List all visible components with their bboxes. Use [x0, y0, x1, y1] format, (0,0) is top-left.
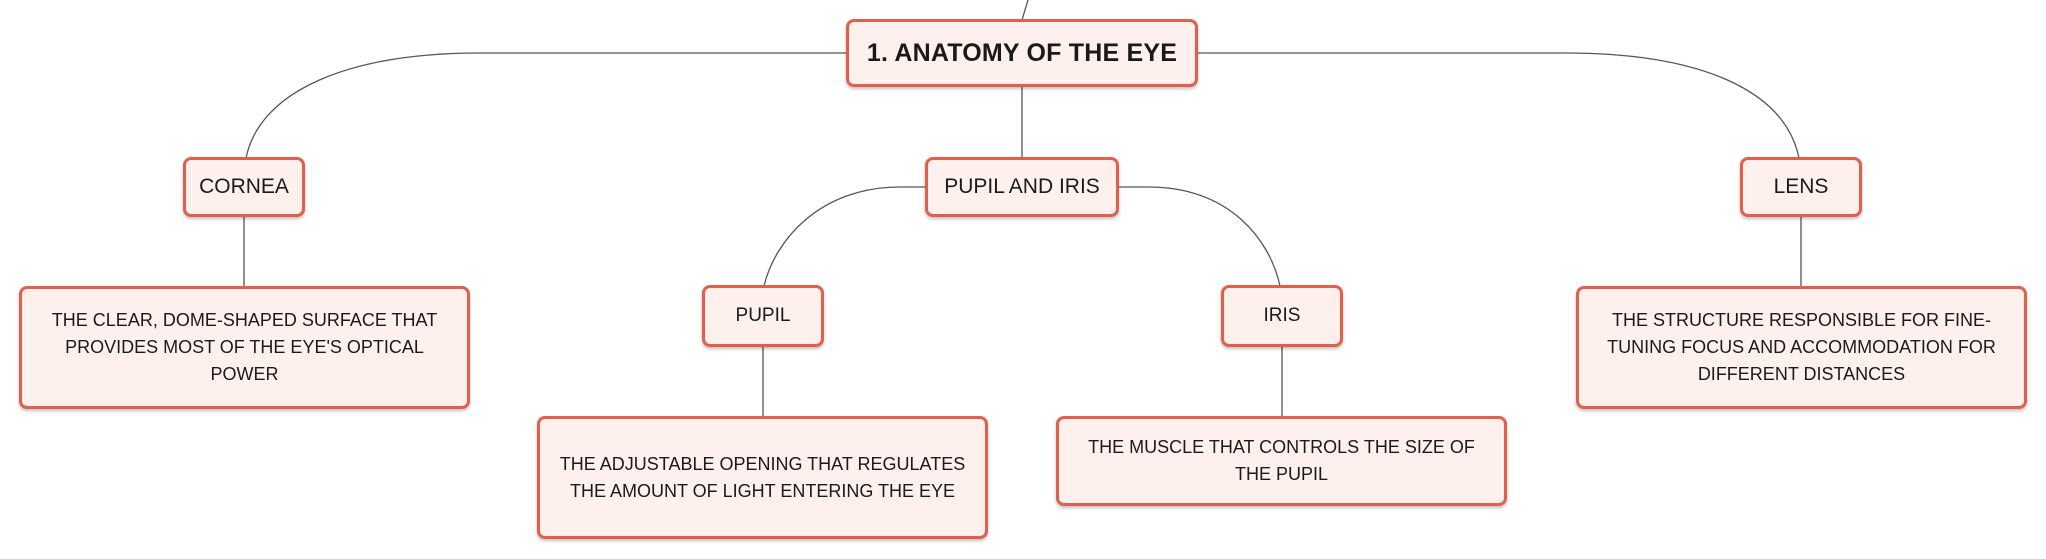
pupil-node[interactable]: PUPIL: [702, 285, 824, 347]
connector-pupiliris-iris: [1118, 186, 1281, 287]
lens-description-node[interactable]: THE STRUCTURE RESPONSIBLE FOR FINE-TUNIN…: [1576, 286, 2027, 409]
connector-pupiliris-pupil: [763, 186, 926, 287]
pupil-and-iris-label: PUPIL AND IRIS: [944, 175, 1100, 198]
lens-description: THE STRUCTURE RESPONSIBLE FOR FINE-TUNIN…: [1607, 310, 1996, 384]
cornea-label: CORNEA: [199, 175, 289, 198]
pupil-description: THE ADJUSTABLE OPENING THAT REGULATES TH…: [559, 453, 966, 501]
iris-description: THE MUSCLE THAT CONTROLS THE SIZE OF THE…: [1088, 437, 1475, 484]
root-node[interactable]: 1. ANATOMY OF THE EYE: [846, 19, 1198, 87]
cornea-description-node[interactable]: THE CLEAR, DOME-SHAPED SURFACE THAT PROV…: [19, 286, 470, 409]
connector-root-parent: [1021, 0, 1029, 21]
pupil-label: PUPIL: [735, 305, 791, 326]
connector-root-lens: [1198, 52, 1800, 159]
lens-node[interactable]: LENS: [1740, 157, 1862, 217]
iris-description-node[interactable]: THE MUSCLE THAT CONTROLS THE SIZE OF THE…: [1056, 416, 1507, 506]
lens-label: LENS: [1773, 175, 1829, 198]
pupil-and-iris-node[interactable]: PUPIL AND IRIS: [925, 157, 1119, 217]
iris-node[interactable]: IRIS: [1221, 285, 1343, 347]
root-label: 1. ANATOMY OF THE EYE: [866, 38, 1178, 67]
pupil-description-node[interactable]: THE ADJUSTABLE OPENING THAT REGULATES TH…: [537, 416, 988, 539]
iris-label: IRIS: [1263, 305, 1301, 326]
cornea-description: THE CLEAR, DOME-SHAPED SURFACE THAT PROV…: [51, 310, 438, 384]
cornea-node[interactable]: CORNEA: [183, 157, 305, 217]
connector-root-cornea: [245, 52, 846, 159]
